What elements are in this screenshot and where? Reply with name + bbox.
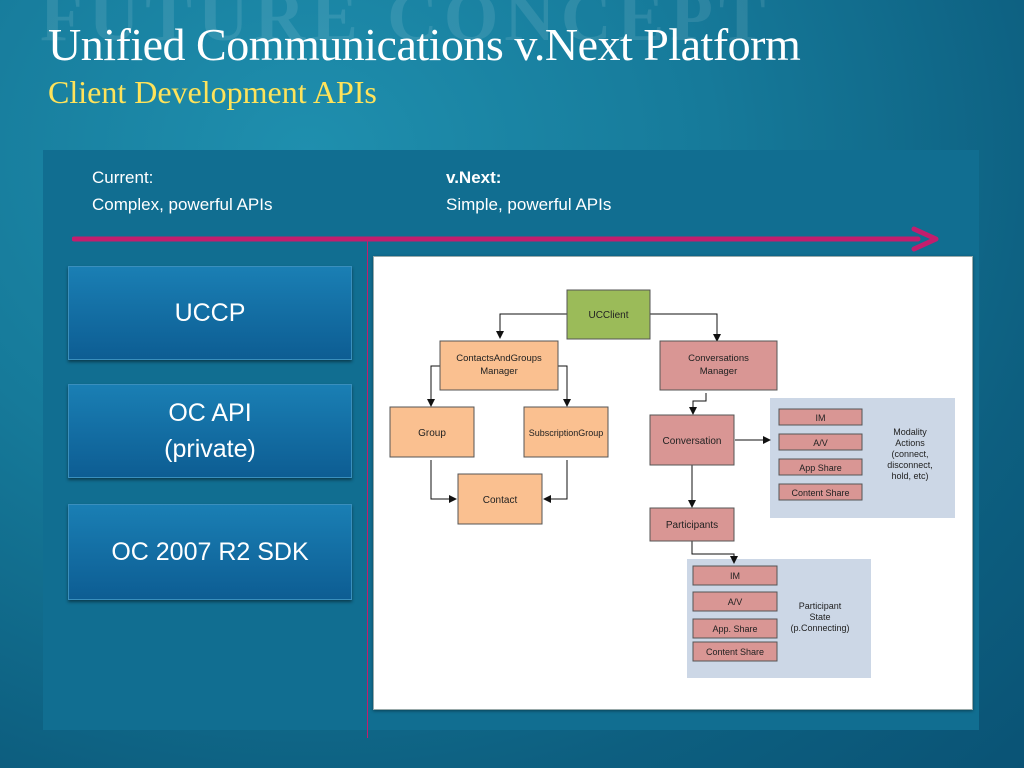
modality-im-label: IM [816,413,826,423]
participant-content-share-label: Content Share [706,647,764,657]
timeline-divider [367,238,368,738]
modality-caption-line-5: hold, etc) [891,471,928,481]
current-heading: Current: [92,168,154,187]
participant-state-caption: Participant State (p.Connecting) [790,601,849,633]
modality-av-label: A/V [813,438,828,448]
contact-node [457,473,543,525]
group-label: Group [418,428,446,439]
contact-label: Contact [483,495,518,506]
next-label: v.Next: Simple, powerful APIs [446,164,611,218]
modality-content-share [778,483,863,501]
participant-caption-line-1: Participant [799,601,842,611]
modality-caption-line-4: disconnect, [887,460,933,470]
subscription-group-label: SubscriptionGroup [529,428,604,438]
diagram-connectors [427,313,771,564]
participant-im-label: IM [730,571,740,581]
modality-actions-caption: Modality Actions (connect, disconnect, h… [887,427,933,481]
modality-av [778,433,863,451]
conversations-manager-label-1: Conversations [688,353,749,364]
oc-sdk-box: OC 2007 R2 SDK [68,504,352,600]
modality-app-share [778,458,863,476]
ucclient-label: UCClient [588,310,628,321]
participant-content-share [692,641,778,662]
participant-app-share-label: App. Share [712,624,757,634]
next-description: Simple, powerful APIs [446,195,612,214]
contacts-groups-manager-node [439,340,559,391]
participant-av-label: A/V [728,597,743,607]
current-description: Complex, powerful APIs [92,195,273,214]
participant-app-share [692,618,778,639]
modality-caption-line-2: Actions [895,438,925,448]
conversation-node [649,414,735,466]
participant-caption-line-2: State [809,612,830,622]
participant-caption-line-3: (p.Connecting) [790,623,849,633]
modality-im [778,408,863,426]
slide-title: Unified Communications v.Next Platform [48,19,801,70]
participant-im [692,565,778,586]
modality-caption-line-1: Modality [893,427,927,437]
modality-caption-line-3: (connect, [891,449,928,459]
contacts-groups-manager-label-2: Manager [480,366,518,377]
contacts-groups-manager-label-1: ContactsAndGroups [456,353,542,364]
participant-av [692,591,778,612]
watermark-text: FUTURE CONCEPT [40,0,772,56]
modality-content-share-label: Content Share [791,488,849,498]
participants-label: Participants [666,520,718,531]
current-label: Current: Complex, powerful APIs [92,164,272,218]
conversations-manager-node [659,340,778,391]
conversation-label: Conversation [663,436,722,447]
conversations-manager-label-2: Manager [700,366,738,377]
ucclient-node [566,289,651,340]
modality-app-share-label: App Share [799,463,842,473]
oc-api-box: OC API (private) [68,384,352,478]
subscription-group-node [523,406,609,458]
participants-node [649,507,735,542]
timeline-arrow [72,226,939,252]
object-model-diagram: UCClient ContactsAndGroups Manager Conve… [373,256,973,710]
slide-subtitle: Client Development APIs [48,74,377,110]
group-node [389,406,475,458]
uccp-box: UCCP [68,266,352,360]
next-heading: v.Next: [446,168,502,187]
diagram-canvas: UCClient ContactsAndGroups Manager Conve… [389,289,955,678]
